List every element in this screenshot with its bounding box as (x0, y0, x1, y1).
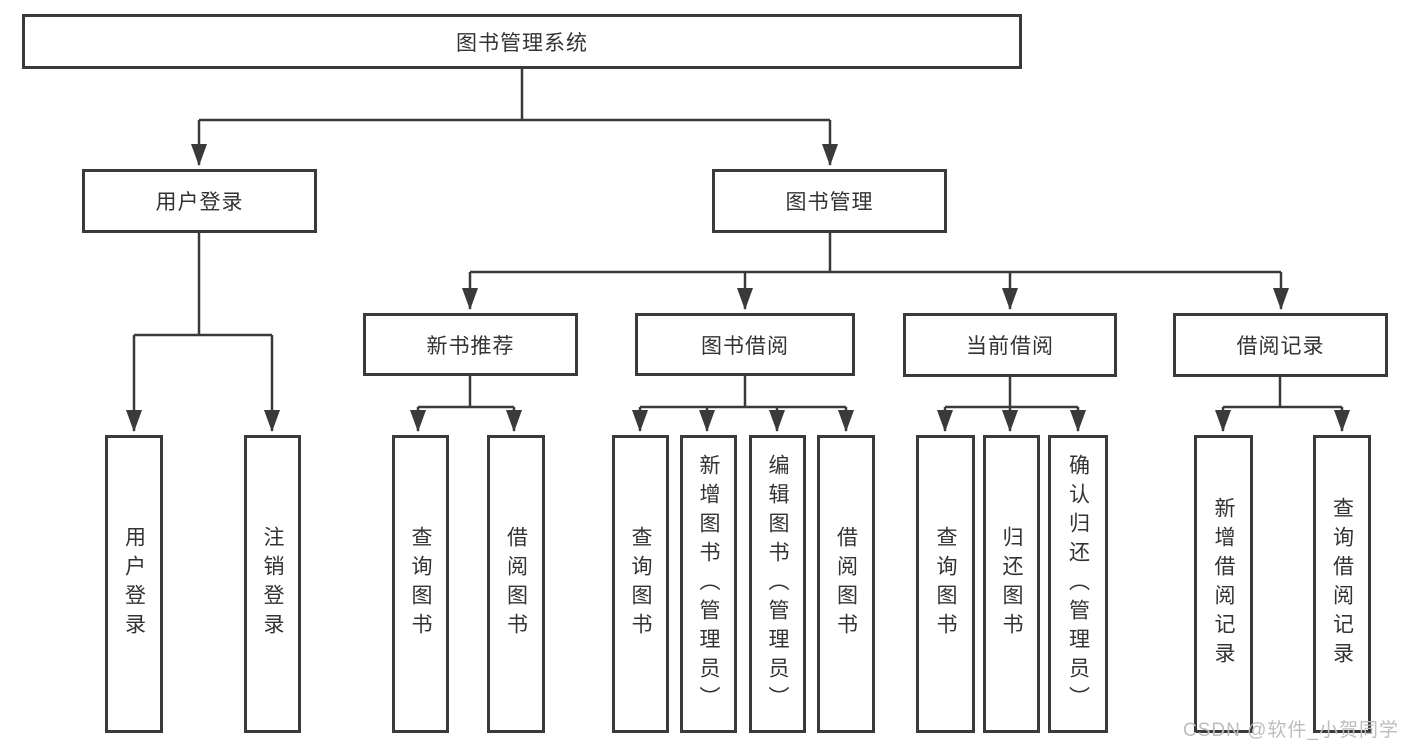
node-user-login: 用户登录 (82, 169, 317, 233)
leaf-logout: 注销登录 (244, 435, 301, 733)
leaf-query-books-recommend-label: 查询图书 (409, 526, 432, 642)
leaf-query-borrow-record-label: 查询借阅记录 (1330, 497, 1354, 671)
root-node-label: 图书管理系统 (456, 31, 588, 55)
leaf-return-book: 归还图书 (983, 435, 1040, 733)
leaf-add-borrow-record: 新增借阅记录 (1194, 435, 1253, 733)
leaf-query-books-current: 查询图书 (916, 435, 975, 733)
node-borrowing-records-label: 借阅记录 (1236, 335, 1325, 358)
leaf-confirm-return-admin-label: 确认归还（管理员） (1066, 453, 1090, 715)
leaf-add-book-admin: 新增图书（管理员） (680, 435, 737, 733)
leaf-query-books-current-label: 查询图书 (934, 526, 957, 642)
leaf-borrow-books-recommend: 借阅图书 (487, 435, 545, 733)
node-book-borrowing-label: 图书借阅 (701, 334, 789, 358)
leaf-logout-label: 注销登录 (261, 526, 284, 642)
node-book-management: 图书管理 (712, 169, 947, 233)
leaf-user-login: 用户登录 (105, 435, 163, 733)
leaf-borrow-books-recommend-label: 借阅图书 (504, 526, 528, 642)
leaf-add-borrow-record-label: 新增借阅记录 (1212, 497, 1235, 671)
node-current-borrowing-label: 当前借阅 (966, 335, 1054, 358)
leaf-edit-book-admin-label: 编辑图书（管理员） (766, 453, 789, 715)
leaf-query-books-recommend: 查询图书 (392, 435, 449, 733)
node-book-borrowing: 图书借阅 (635, 313, 855, 376)
leaf-edit-book-admin: 编辑图书（管理员） (749, 435, 806, 733)
leaf-user-login-label: 用户登录 (122, 526, 146, 642)
leaf-return-book-label: 归还图书 (1000, 526, 1023, 642)
node-current-borrowing: 当前借阅 (903, 313, 1117, 377)
leaf-query-borrow-record: 查询借阅记录 (1313, 435, 1371, 733)
leaf-borrow-books-borrowing-label: 借阅图书 (834, 526, 858, 642)
node-new-book-recommend: 新书推荐 (363, 313, 578, 376)
node-user-login-label: 用户登录 (155, 191, 244, 214)
leaf-query-books-borrowing-label: 查询图书 (629, 526, 652, 642)
root-node-library-system: 图书管理系统 (22, 14, 1022, 69)
leaf-add-book-admin-label: 新增图书（管理员） (697, 453, 720, 715)
leaf-borrow-books-borrowing: 借阅图书 (817, 435, 875, 733)
node-new-book-recommend-label: 新书推荐 (426, 334, 515, 358)
leaf-query-books-borrowing: 查询图书 (612, 435, 669, 733)
node-borrowing-records: 借阅记录 (1173, 313, 1388, 377)
csdn-watermark: CSDN @软件_小贺同学 (1183, 720, 1399, 741)
leaf-confirm-return-admin: 确认归还（管理员） (1048, 435, 1108, 733)
node-book-management-label: 图书管理 (785, 191, 874, 214)
